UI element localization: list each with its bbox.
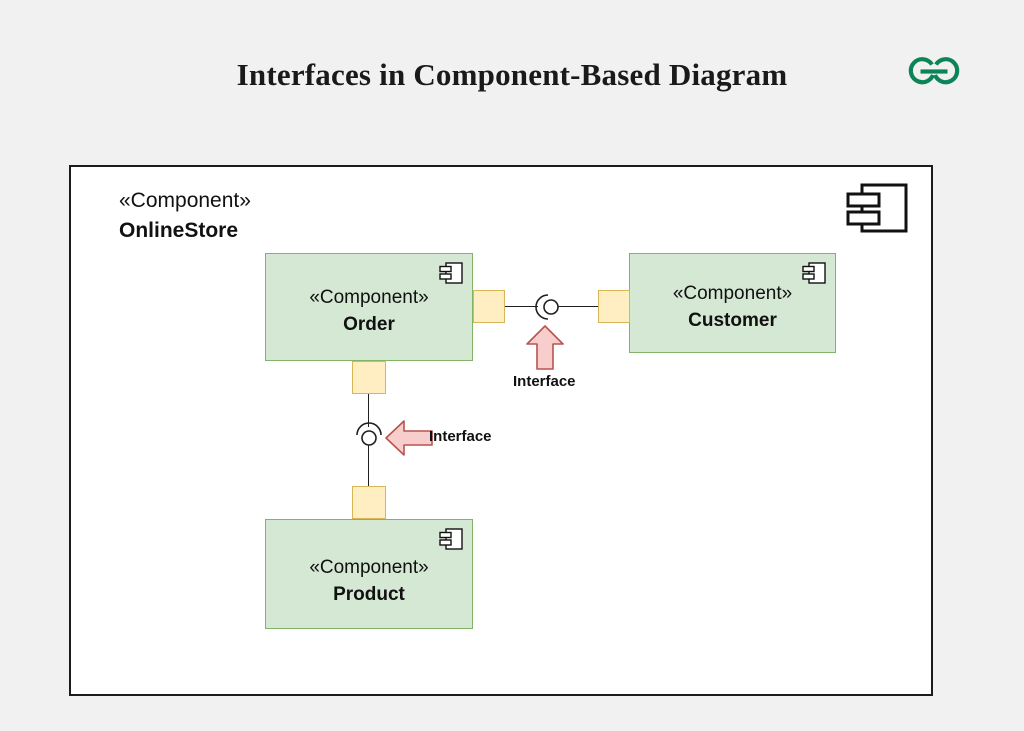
port-order-bottom[interactable]: [352, 361, 386, 394]
assembly-connector-order-product[interactable]: [353, 421, 385, 453]
port-product-top[interactable]: [352, 486, 386, 519]
component-icon: [439, 262, 463, 284]
connector-line: [368, 444, 369, 486]
component-order-stereotype: «Component»: [309, 287, 429, 308]
component-customer-stereotype: «Component»: [672, 283, 793, 304]
connector-line: [368, 394, 369, 427]
component-product[interactable]: «Component» Product: [265, 519, 473, 629]
component-customer-name: Customer: [688, 310, 777, 331]
component-icon: [845, 181, 909, 235]
geeksforgeeks-logo: [902, 50, 966, 90]
component-icon: [439, 528, 463, 550]
component-product-stereotype: «Component»: [309, 557, 429, 578]
assembly-connector-order-customer[interactable]: [530, 291, 562, 323]
port-order-right[interactable]: [473, 290, 505, 323]
component-icon: [802, 262, 826, 284]
component-order[interactable]: «Component» Order: [265, 253, 473, 361]
connector-line: [552, 306, 598, 307]
component-customer[interactable]: «Component» Customer: [629, 253, 836, 353]
annotation-label-interface-2: Interface: [429, 428, 492, 445]
connector-line: [505, 306, 538, 307]
arrow-left-icon: [385, 420, 433, 456]
page-title: Interfaces in Component-Based Diagram: [236, 57, 788, 92]
component-diagram-frame: «Component» OnlineStore: [69, 165, 933, 696]
port-customer-left[interactable]: [598, 290, 630, 323]
arrow-up-icon: [526, 325, 564, 370]
frame-name: OnlineStore: [119, 219, 239, 242]
annotation-label-interface-1: Interface: [513, 373, 576, 390]
frame-stereotype: «Component»: [119, 189, 251, 212]
component-product-name: Product: [333, 584, 405, 605]
component-order-name: Order: [343, 314, 395, 335]
